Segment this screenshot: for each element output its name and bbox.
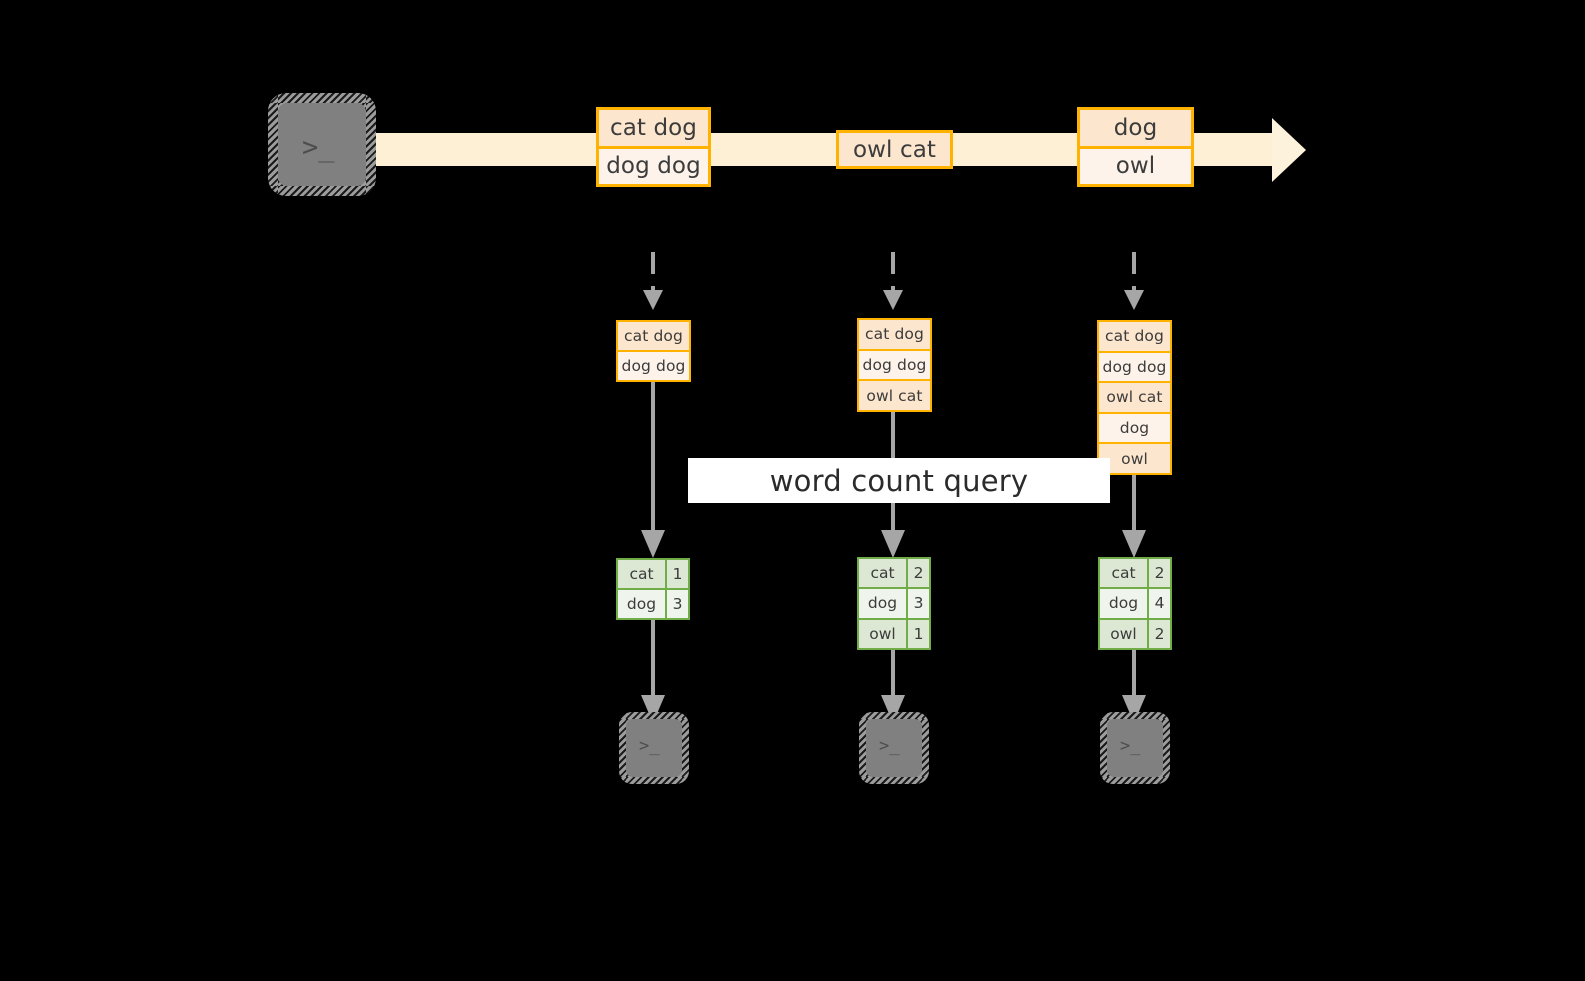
snapshot-3-events[interactable]: cat dog dog dog owl cat dog owl <box>1097 320 1172 475</box>
table-row: owl 1 <box>859 619 929 648</box>
result-word: owl <box>859 619 908 648</box>
result-word: cat <box>859 559 908 588</box>
table-row: dog 3 <box>859 589 929 620</box>
terminal-prompt-icon: >_ <box>1120 736 1141 756</box>
snapshot-event-line: dog dog <box>618 352 689 380</box>
result-count: 2 <box>1149 619 1170 648</box>
stream-arrow-head <box>1272 118 1306 182</box>
terminal-prompt-icon: >_ <box>302 132 335 163</box>
table-row: cat 2 <box>1100 559 1170 590</box>
terminal-prompt-icon: >_ <box>879 736 900 756</box>
result-count: 4 <box>1149 589 1170 618</box>
terminal-prompt-icon: >_ <box>639 736 660 756</box>
result-count: 1 <box>667 560 688 588</box>
result-count: 2 <box>908 559 929 588</box>
table-row: cat 1 <box>618 560 688 590</box>
sink-terminal-2[interactable]: >_ <box>859 712 929 784</box>
snapshot-event-line: cat dog <box>618 322 689 352</box>
snapshot-event-line: owl cat <box>1099 383 1170 414</box>
result-word: cat <box>618 560 667 588</box>
result-count: 3 <box>667 590 688 618</box>
source-terminal[interactable]: >_ <box>268 93 376 196</box>
stream-event-group-1[interactable]: cat dog dog dog <box>596 107 711 187</box>
sink-terminal-face <box>866 719 922 777</box>
result-word: owl <box>1100 619 1149 648</box>
snapshot-event-line: cat dog <box>859 320 930 351</box>
result-table-2[interactable]: cat 2 dog 3 owl 1 <box>857 557 931 650</box>
stream-event-line: owl <box>1080 148 1191 184</box>
stream-event-line: owl cat <box>839 133 950 166</box>
snapshot-event-line: owl cat <box>859 381 930 411</box>
dashed-arrow-2 <box>883 252 903 310</box>
result-word: dog <box>859 589 908 618</box>
query-label-band: word count query <box>688 458 1110 503</box>
result-count: 2 <box>1149 559 1170 588</box>
stream-event-line: cat dog <box>599 110 708 149</box>
snapshot-event-line: dog dog <box>1099 352 1170 384</box>
solid-arrow-snapshot-1-to-result <box>641 382 665 558</box>
snapshot-1-events[interactable]: cat dog dog dog <box>616 320 691 382</box>
result-table-3[interactable]: cat 2 dog 4 owl 2 <box>1098 557 1172 650</box>
result-count: 1 <box>908 619 929 648</box>
sink-terminal-face <box>626 719 682 777</box>
solid-arrow-result-3-to-sink <box>1122 650 1146 723</box>
dashed-arrow-3 <box>1124 252 1144 310</box>
query-label: word count query <box>769 463 1029 498</box>
solid-arrow-result-1-to-sink <box>641 620 665 723</box>
stream-event-group-3[interactable]: dog owl <box>1077 107 1194 187</box>
stream-event-group-2[interactable]: owl cat <box>836 130 953 169</box>
dashed-arrow-1 <box>643 252 663 310</box>
source-terminal-face <box>278 103 366 186</box>
table-row: dog 4 <box>1100 589 1170 620</box>
snapshot-event-line: cat dog <box>1099 322 1170 353</box>
sink-terminal-1[interactable]: >_ <box>619 712 689 784</box>
result-table-1[interactable]: cat 1 dog 3 <box>616 558 690 620</box>
table-row: cat 2 <box>859 559 929 590</box>
snapshot-event-line: dog <box>1099 413 1170 445</box>
table-row: owl 2 <box>1100 619 1170 648</box>
result-word: cat <box>1100 559 1149 588</box>
snapshot-event-line: dog dog <box>859 350 930 382</box>
result-count: 3 <box>908 589 929 618</box>
result-word: dog <box>1100 589 1149 618</box>
table-row: dog 3 <box>618 590 688 618</box>
sink-terminal-3[interactable]: >_ <box>1100 712 1170 784</box>
solid-arrow-snapshot-3-to-result <box>1122 474 1146 558</box>
snapshot-2-events[interactable]: cat dog dog dog owl cat <box>857 318 932 412</box>
stream-event-line: dog <box>1080 110 1191 149</box>
snapshot-event-line: owl <box>1099 444 1170 473</box>
solid-arrow-result-2-to-sink <box>881 650 905 723</box>
result-word: dog <box>618 590 667 618</box>
sink-terminal-face <box>1107 719 1163 777</box>
stream-event-line: dog dog <box>599 148 708 184</box>
